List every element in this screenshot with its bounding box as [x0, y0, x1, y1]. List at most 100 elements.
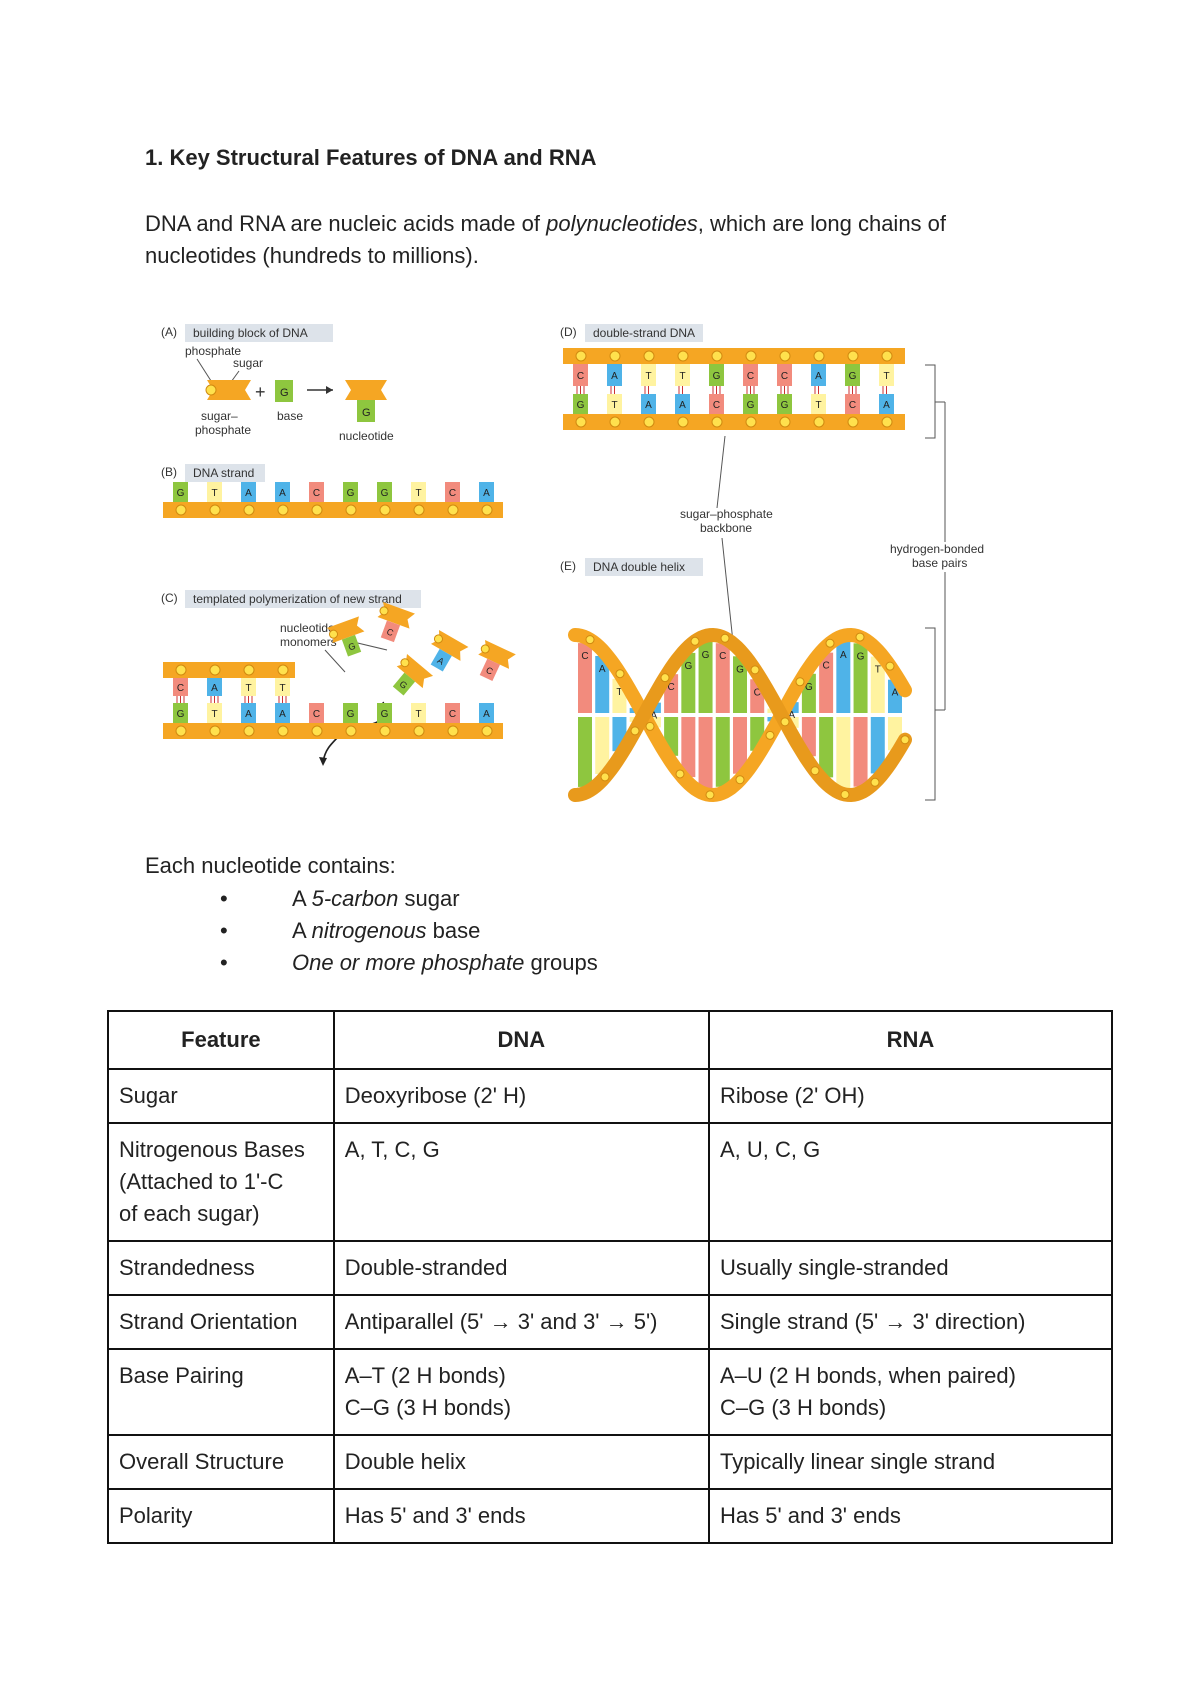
panel-d-letter: (D) — [560, 325, 577, 339]
base-t — [675, 364, 690, 386]
phosphate-dot — [600, 772, 610, 782]
phosphate-dot — [847, 416, 859, 428]
panel-e-letter: (E) — [560, 559, 576, 573]
base-letter: C — [577, 371, 584, 382]
panel-a-phosphate-dot — [205, 384, 217, 396]
feature-cell: Base Pairing — [107, 1348, 335, 1436]
table-row: Strandedness Double-stranded Usually sin… — [107, 1240, 1114, 1296]
helix-base-pair — [819, 717, 834, 778]
helix-base-pair — [578, 717, 592, 787]
phosphate-dot — [750, 665, 760, 675]
base-c — [573, 364, 588, 386]
phosphate-dot — [175, 664, 187, 676]
base-g — [845, 364, 860, 386]
base-a — [207, 678, 222, 696]
bullet-icon: • — [220, 918, 228, 943]
backbone-label-2: backbone — [700, 521, 752, 535]
helix-base-pair — [715, 717, 730, 787]
phosphate-dot — [660, 673, 670, 683]
base-letter: G — [177, 709, 185, 720]
helix-base-g — [853, 643, 868, 713]
table-row: Overall Structure Double helix Typically… — [107, 1434, 1114, 1490]
panel-a-phosphate-label: phosphate — [185, 344, 241, 358]
base-c — [445, 703, 460, 723]
intro-italic-term: polynucleotides — [546, 211, 698, 236]
intro-text-1: DNA and RNA are nucleic acids made of — [145, 211, 547, 236]
base-letter: G — [747, 400, 755, 411]
base-letter: C — [849, 400, 856, 411]
base-letter: C — [385, 626, 395, 638]
table-row: Polarity Has 5' and 3' ends Has 5' and 3… — [107, 1488, 1114, 1544]
base-letter: A — [279, 709, 286, 720]
base-letter: A — [840, 650, 847, 661]
table-header-row: Feature DNA RNA — [107, 1010, 1114, 1070]
base-c — [173, 678, 188, 696]
intro-text-2: , which are long chains of nucleotides (… — [145, 211, 947, 268]
phosphate-dot — [677, 350, 689, 362]
phosphate-dot — [209, 725, 221, 737]
base-t — [241, 678, 256, 696]
phosphate-dot — [720, 633, 730, 643]
base-letter: C — [822, 661, 829, 672]
base-letter: A — [645, 400, 652, 411]
base-g — [343, 703, 358, 723]
helix-base-pair — [870, 717, 885, 774]
base-letter: T — [616, 687, 622, 698]
panel-d-title: double-strand DNA — [593, 326, 695, 340]
table-row: Sugar Deoxyribose (2' H) Ribose (2' OH) — [107, 1068, 1114, 1124]
base-a — [241, 703, 256, 723]
bullet-icon: • — [220, 950, 228, 975]
base-letter: A — [245, 488, 252, 499]
dna-rna-comparison-table: Feature DNA RNA Sugar Deoxyribose (2' H)… — [107, 1010, 1114, 1544]
phosphate-dot — [813, 350, 825, 362]
base-letter: A — [788, 710, 795, 721]
helix-base-pair — [698, 717, 713, 788]
phosphate-dot — [675, 769, 685, 779]
helix-base-c — [819, 652, 834, 713]
list-item: •A nitrogenous base — [145, 915, 598, 947]
base-t — [275, 678, 290, 696]
base-letter: C — [449, 488, 456, 499]
base-g — [377, 703, 392, 723]
base-letter: T — [679, 371, 685, 382]
base-letter: G — [381, 488, 389, 499]
free-monomer: G — [392, 654, 434, 696]
base-letter: T — [245, 683, 251, 694]
phosphate-dot — [745, 416, 757, 428]
panel-c-letter: (C) — [161, 591, 178, 605]
free-monomer: G — [327, 616, 365, 657]
base-letter: G — [347, 488, 355, 499]
helix-base-t — [870, 656, 885, 713]
base-c — [777, 364, 792, 386]
dna-cell: Has 5' and 3' ends — [332, 1488, 710, 1544]
phosphate-dot — [575, 416, 587, 428]
dna-cell: Antiparallel (5' → 3' and 3' → 5') — [332, 1294, 710, 1350]
header-dna: DNA — [332, 1010, 710, 1070]
base-t — [811, 394, 826, 414]
free-monomer: A — [430, 630, 469, 672]
phosphate-dot — [277, 725, 289, 737]
base-letter: G — [684, 661, 692, 672]
base-c — [743, 364, 758, 386]
section-heading: 1. Key Structural Features of DNA and RN… — [145, 145, 597, 170]
base-letter: G — [177, 488, 185, 499]
phosphate-dot — [779, 416, 791, 428]
base-a — [641, 394, 656, 414]
base-letter: G — [849, 371, 857, 382]
phosphate-dot — [481, 504, 493, 516]
feature-cell: Sugar — [107, 1068, 335, 1124]
helix-base-a — [595, 655, 610, 713]
phosphate-dot — [810, 766, 820, 776]
phosphate-dot — [780, 717, 790, 727]
phosphate-dot — [311, 504, 323, 516]
phosphate-dot — [481, 725, 493, 737]
phosphate-dot — [345, 504, 357, 516]
panel-a-nucleotide-label: nucleotide — [339, 429, 394, 443]
helix-base-pair — [595, 717, 610, 775]
base-letter: G — [577, 400, 585, 411]
base-letter: G — [702, 650, 710, 661]
